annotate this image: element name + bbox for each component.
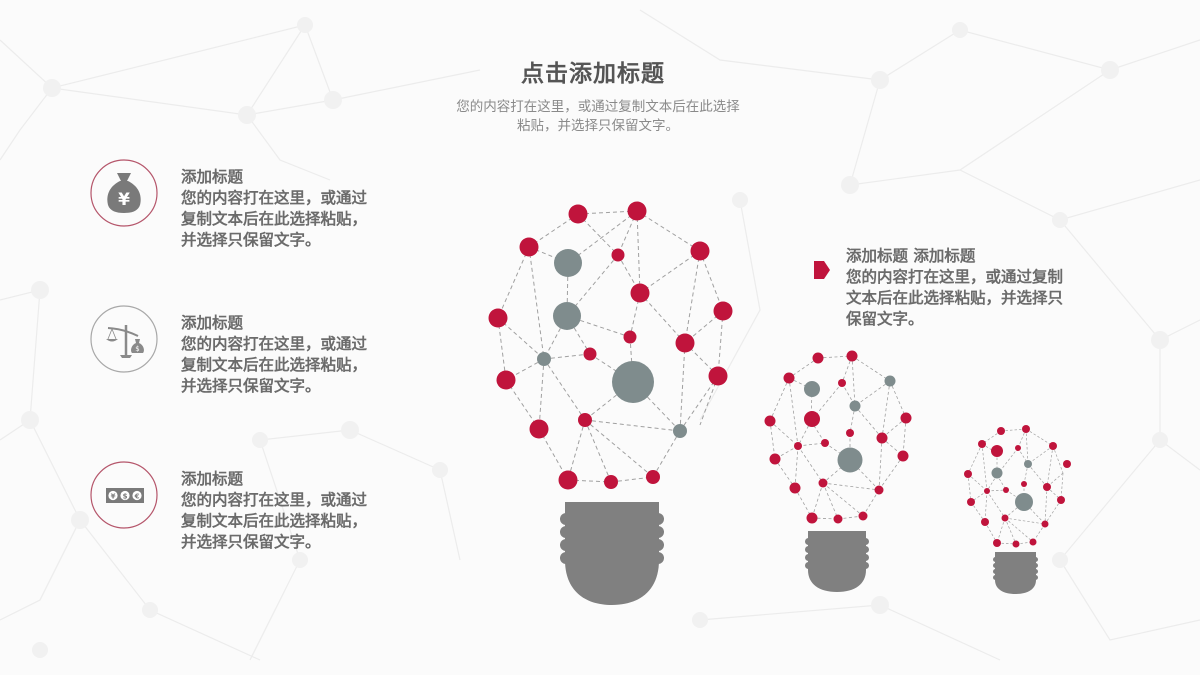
item-heading: 添加标题 bbox=[181, 314, 244, 332]
icon-circle: ¥ bbox=[90, 159, 158, 227]
right-body-line: 保留文字。 bbox=[846, 310, 924, 328]
money-bag-yen-icon: ¥ bbox=[90, 159, 158, 227]
item-body-line: 复制文本后在此选择粘贴， bbox=[181, 356, 368, 374]
svg-text:¥: ¥ bbox=[118, 190, 130, 210]
icon-circle: $ bbox=[90, 305, 158, 373]
feature-item-3: ¥ $ € 添加标题 您的内容打在这里，或通过 复制文本后在此选择粘贴， 并选择… bbox=[90, 461, 420, 551]
lightbulb-network-medium bbox=[764, 350, 912, 592]
item-body-line: 复制文本后在此选择粘贴， bbox=[181, 512, 368, 530]
item-heading: 添加标题 bbox=[181, 168, 244, 186]
arrow-marker-icon bbox=[814, 261, 830, 279]
item-body-line: 并选择只保留文字。 bbox=[181, 533, 321, 551]
item-text[interactable]: 添加标题 您的内容打在这里，或通过 复制文本后在此选择粘贴， 并选择只保留文字。 bbox=[181, 469, 421, 553]
subtitle-line: 粘贴，并选择只保留文字。 bbox=[517, 118, 679, 134]
feature-item-1: ¥ 添加标题 您的内容打在这里，或通过 复制文本后在此选择粘贴， 并选择只保留文… bbox=[90, 159, 420, 249]
item-body-line: 您的内容打在这里，或通过 bbox=[181, 189, 368, 207]
right-body-line: 您的内容打在这里，或通过复制 bbox=[846, 268, 1064, 286]
item-text[interactable]: 添加标题 您的内容打在这里，或通过 复制文本后在此选择粘贴， 并选择只保留文字。 bbox=[181, 313, 421, 397]
item-body-line: 您的内容打在这里，或通过 bbox=[181, 491, 368, 509]
item-body-line: 您的内容打在这里，或通过 bbox=[181, 335, 368, 353]
feature-item-2: $ 添加标题 您的内容打在这里，或通过 复制文本后在此选择粘贴， 并选择只保留文… bbox=[90, 305, 420, 395]
slide-subtitle[interactable]: 您的内容打在这里，或通过复制文本后在此选择 粘贴，并选择只保留文字。 bbox=[430, 98, 766, 136]
right-body-line: 文本后在此选择粘贴，并选择只 bbox=[846, 289, 1064, 307]
right-text[interactable]: 添加标题 添加标题 您的内容打在这里，或通过复制 文本后在此选择粘贴，并选择只 … bbox=[846, 246, 1102, 330]
item-body-line: 复制文本后在此选择粘贴， bbox=[181, 210, 368, 228]
lightbulb-network-large bbox=[488, 201, 733, 605]
svg-text:$: $ bbox=[135, 345, 139, 353]
slide-title[interactable]: 点击添加标题 bbox=[521, 61, 665, 87]
lightbulb-network-small bbox=[964, 425, 1071, 594]
item-body-line: 并选择只保留文字。 bbox=[181, 231, 321, 249]
item-body-line: 并选择只保留文字。 bbox=[181, 377, 321, 395]
svg-text:¥: ¥ bbox=[111, 493, 116, 501]
currency-banknote-icon: ¥ $ € bbox=[90, 461, 158, 529]
item-heading: 添加标题 bbox=[181, 470, 244, 488]
balance-scale-money-icon: $ bbox=[90, 305, 158, 373]
svg-text:$: $ bbox=[123, 493, 128, 501]
icon-circle: ¥ $ € bbox=[90, 461, 158, 529]
svg-text:€: € bbox=[134, 493, 140, 501]
subtitle-line: 您的内容打在这里，或通过复制文本后在此选择 bbox=[456, 99, 740, 115]
item-text[interactable]: 添加标题 您的内容打在这里，或通过 复制文本后在此选择粘贴， 并选择只保留文字。 bbox=[181, 167, 421, 251]
right-heading: 添加标题 添加标题 bbox=[846, 247, 976, 265]
